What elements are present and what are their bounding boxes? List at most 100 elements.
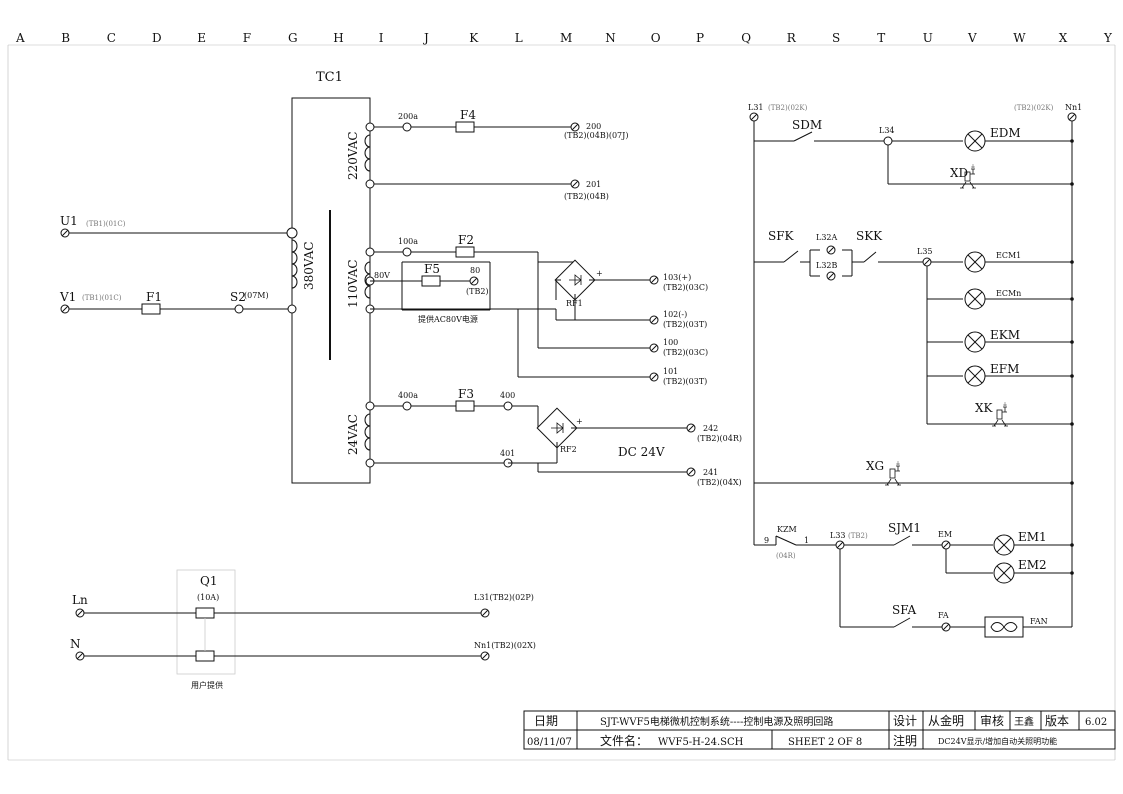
column-letter-o: O	[651, 31, 661, 45]
column-letter-x: X	[1059, 31, 1068, 45]
lamp-edm-label: EDM	[990, 126, 1021, 140]
v1-label: V1	[59, 290, 76, 304]
column-letter-t: T	[877, 31, 885, 45]
nn1-label: Nn1	[1065, 103, 1082, 112]
node-242-ref: (TB2)(04R)	[697, 434, 742, 443]
circuit-220vac: 200a F4 200 (TB2)(04B)(07J) 201 (TB2)(04…	[365, 108, 628, 201]
node-400a: 400a	[398, 391, 418, 400]
note-label: 注明	[893, 733, 917, 748]
column-letter-c: C	[107, 31, 116, 45]
bridge-rf2	[536, 407, 688, 464]
node-200-ref: (TB2)(04B)(07J)	[564, 131, 628, 140]
column-letter-u: U	[923, 31, 933, 45]
column-letter-v: V	[967, 31, 977, 45]
l31-ref: (TB2)(02K)	[768, 104, 808, 112]
socket-xg-label: XG	[866, 459, 884, 473]
kzm-ref: (04R)	[776, 552, 796, 560]
node-241-ref: (TB2)(04X)	[697, 478, 742, 487]
l33-ref: (TB2)	[848, 532, 868, 540]
kzm-pin9: 9	[764, 536, 769, 545]
node-401: 401	[500, 449, 515, 458]
secondary-110-label: 110VAC	[346, 259, 360, 308]
switch-sfa-label: SFA	[892, 603, 917, 617]
bridge-rf1-label: RF1	[566, 299, 583, 308]
lamp-em1-label: EM1	[1018, 530, 1047, 544]
note-value: DC24V显示/增加自动关照明功能	[938, 736, 1057, 746]
node-l33: L33	[830, 531, 846, 540]
l31-out-label: L31(TB2)(02P)	[474, 593, 534, 602]
fuse-f2-label: F2	[458, 233, 474, 247]
designer-name: 从金明	[928, 713, 964, 728]
column-letter-g: G	[288, 31, 298, 45]
title-block: 日期 08/11/07 SJT-WVF5电梯微机控制系统----控制电源及照明回…	[523, 710, 1116, 750]
tc1-label: TC1	[316, 70, 343, 85]
node-em: EM	[938, 530, 952, 539]
node-201: 201	[586, 180, 601, 189]
column-letter-a: A	[15, 31, 25, 45]
secondary-24-label: 24VAC	[346, 414, 360, 455]
node-101-ref: (TB2)(03T)	[663, 377, 707, 386]
circuit-24vac: 400a F3 400 401 RF2 + DC 24V 242 (TB2)(0…	[365, 387, 742, 487]
file-label: 文件名：	[600, 733, 648, 748]
node-100-ref: (TB2)(03C)	[663, 348, 708, 357]
node-102-ref: (TB2)(03T)	[663, 320, 707, 329]
lamp-ekm-label: EKM	[990, 328, 1020, 342]
column-letter-e: E	[197, 31, 206, 45]
socket-xd-label: XD	[950, 166, 968, 180]
column-letter-k: K	[469, 31, 479, 45]
n-label: N	[70, 637, 81, 651]
circuit-110vac: 100a F2 F5 80 (TB2) 提供AC80V电源	[365, 233, 708, 386]
primary-voltage-label: 380VAC	[302, 241, 316, 290]
node-l32b: L32B	[816, 261, 837, 270]
design-label: 设计	[893, 714, 917, 728]
node-200a: 200a	[398, 112, 418, 121]
node-200: 200	[586, 122, 601, 131]
fuse-f1-label: F1	[146, 290, 162, 304]
switch-sdm-label: SDM	[792, 118, 822, 132]
sheet-border	[7, 44, 1116, 761]
column-letter-s: S	[832, 31, 840, 45]
q1-rating: (10A)	[197, 593, 219, 602]
column-letter-h: H	[333, 31, 343, 45]
lamp-ecm1-label: ECM1	[996, 251, 1021, 260]
column-letter-d: D	[152, 31, 162, 45]
fuse-f3-label: F3	[458, 387, 474, 401]
column-letter-p: P	[696, 31, 704, 45]
node-80: 80	[470, 266, 480, 275]
ln-label: Ln	[72, 593, 88, 607]
fuse-f4-label: F4	[460, 108, 476, 122]
v1-ref: (TB1)(01C)	[82, 294, 122, 302]
q1-label: Q1	[200, 574, 217, 588]
column-letter-r: R	[787, 31, 797, 45]
node-241: 241	[703, 468, 718, 477]
file-name: WVF5-H-24.SCH	[658, 737, 744, 748]
version-label: 版本	[1045, 714, 1069, 728]
secondary-220-label: 220VAC	[346, 131, 360, 180]
version-value: 6.02	[1085, 717, 1107, 728]
switch-sjm1-label: SJM1	[888, 521, 921, 535]
user-provided-note: 用户提供	[191, 680, 223, 690]
date-value: 08/11/07	[527, 737, 572, 748]
power-input: Q1 (10A) Ln L31(TB2)(02P) N Nn1(TB2)(02X…	[70, 569, 536, 690]
column-letter-y: Y	[1103, 31, 1113, 45]
kzm-pin1: 1	[804, 536, 809, 545]
switch-s2-label: S2	[230, 290, 246, 304]
node-l32a: L32A	[816, 233, 837, 242]
switch-s2-ref: (07M)	[244, 291, 269, 300]
node-80-ref: (TB2)	[466, 287, 489, 296]
node-400: 400	[500, 391, 515, 400]
column-letter-w: W	[1013, 31, 1026, 45]
rf1-plus: +	[596, 269, 603, 278]
u1-ref: (TB1)(01C)	[86, 220, 126, 228]
column-letter-m: M	[560, 31, 572, 45]
column-letter-l: L	[515, 31, 523, 45]
input-lines: U1 (TB1)(01C) V1 (TB1)(01C) F1 S2 (07M)	[59, 214, 298, 315]
switch-sfk-label: SFK	[768, 229, 795, 243]
date-label: 日期	[534, 714, 558, 728]
node-103: 103(+)	[663, 273, 691, 282]
node-103-ref: (TB2)(03C)	[663, 283, 708, 292]
transformer-tc1: TC1 380VAC 220VAC 110VAC 24VAC 80V	[291, 70, 390, 484]
dc24-label: DC 24V	[618, 445, 665, 459]
